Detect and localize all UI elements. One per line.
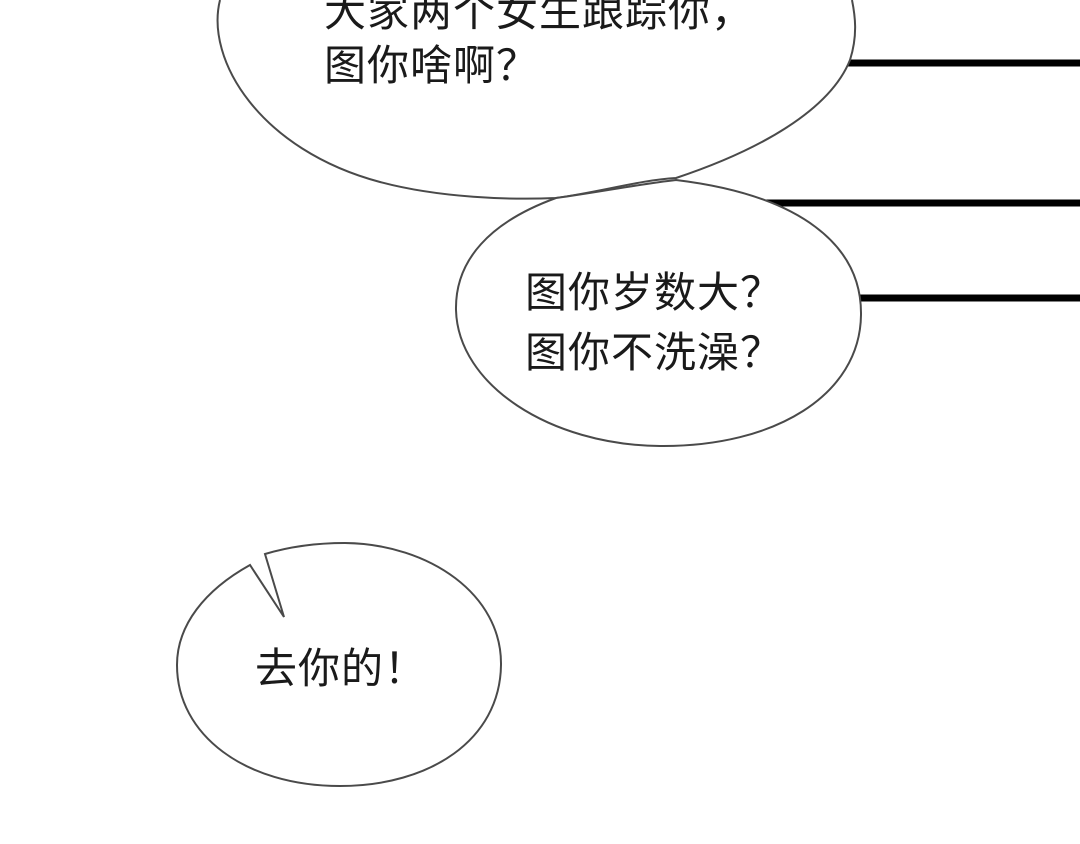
speech-bubble-bottom <box>175 541 503 788</box>
bubble-bottom-line-1: 去你的！ <box>255 644 427 693</box>
bubble-middle-line-2: 图你不洗澡？ <box>525 328 783 377</box>
speech-bubble-middle <box>454 178 863 448</box>
bubble-top-line-2: 图你啥啊？ <box>324 41 539 90</box>
bubble-middle-line-1: 图你岁数大？ <box>525 268 783 317</box>
bubble-top-line-1: 大家两个女生跟踪你， <box>324 0 754 36</box>
